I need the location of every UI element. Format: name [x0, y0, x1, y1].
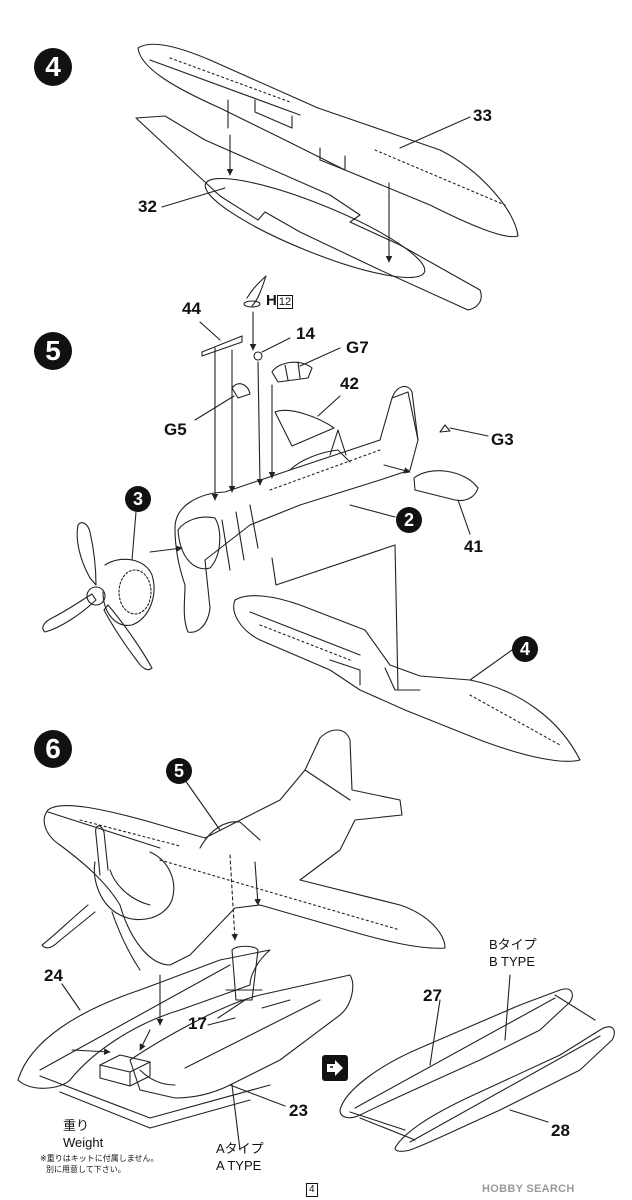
step6-airplane — [41, 729, 446, 971]
leader-17 — [217, 999, 246, 1019]
leader-41 — [457, 499, 471, 535]
step5-main-wing — [233, 595, 581, 762]
leader-g5 — [194, 395, 235, 421]
leader-2 — [349, 504, 396, 518]
part-24-label: 24 — [44, 966, 63, 985]
step4-lower-wing — [135, 99, 482, 311]
page-number: 4 — [306, 1183, 318, 1197]
part-42-label: 42 — [340, 374, 359, 393]
part-17-label: 17 — [188, 1014, 207, 1033]
a-type-en-label: A TYPE — [216, 1158, 262, 1173]
step6-weight-box — [99, 1054, 151, 1087]
part-33-label: 33 — [473, 106, 492, 125]
leader-g3 — [449, 427, 489, 437]
step6-floats-a — [17, 945, 354, 1099]
part-44-label: 44 — [182, 299, 201, 318]
leader-32 — [161, 187, 226, 208]
leader-14 — [261, 337, 291, 353]
leader-3 — [131, 511, 137, 561]
a-type-jp-label: Aタイプ — [216, 1141, 264, 1156]
weight-en-label: Weight — [63, 1135, 104, 1150]
leader-c4 — [469, 649, 513, 681]
leader-27 — [429, 999, 441, 1066]
leader-44 — [199, 321, 221, 341]
step4-upper-wing — [137, 43, 519, 238]
part-14-label: 14 — [296, 324, 315, 343]
step5-antenna-parts — [201, 275, 267, 361]
part-32-label: 32 — [138, 197, 157, 216]
part-g7-label: G7 — [346, 338, 369, 357]
step6-floats-b — [339, 988, 615, 1152]
watermark-suffix: SEARCH — [526, 1183, 575, 1195]
part-23-label: 23 — [289, 1101, 308, 1120]
b-type-en-label: B TYPE — [489, 954, 536, 969]
leader-23 — [229, 1084, 286, 1107]
b-type-jp-label: Bタイプ — [489, 937, 537, 952]
leader-24 — [61, 983, 81, 1011]
h-number-box: 12 — [276, 295, 294, 309]
leader-33 — [399, 116, 471, 149]
part-g5-label: G5 — [164, 420, 187, 439]
ref-step-5-badge: 5 — [166, 758, 192, 784]
leader-btype — [504, 974, 511, 1041]
step5-canopy — [231, 361, 313, 399]
ref-step-3-badge: 3 — [125, 486, 151, 512]
watermark-brand: HOBBY — [482, 1183, 524, 1195]
leader-atype — [231, 1084, 241, 1151]
part-28-label: 28 — [551, 1121, 570, 1140]
part-41-label: 41 — [464, 537, 483, 556]
step-5-badge: 5 — [34, 332, 72, 370]
turn-over-icon — [322, 1055, 348, 1081]
watermark: HOBBY SEARCH — [482, 1183, 575, 1196]
step-4-badge: 4 — [34, 48, 72, 86]
ref-step-4-badge: 4 — [512, 636, 538, 662]
ref-step-2-badge: 2 — [396, 507, 422, 533]
weight-jp-label: 重り — [63, 1118, 90, 1133]
leader-g7 — [299, 347, 341, 367]
step5-arrows — [149, 311, 276, 553]
weight-note-line2: 別に用意して下さい。 — [46, 1165, 126, 1174]
step6-arrows — [39, 974, 271, 1129]
part-g3-label: G3 — [491, 430, 514, 449]
step5-propeller — [42, 522, 155, 671]
part-27-label: 27 — [423, 986, 442, 1005]
leader-c5 — [184, 779, 221, 831]
weight-note-line1: ※重りはキットに付属しません。 — [40, 1154, 159, 1163]
leader-28 — [509, 1109, 549, 1123]
h-letter: H — [266, 292, 277, 309]
step-6-badge: 6 — [34, 730, 72, 768]
step5-stabilizers — [274, 409, 479, 502]
step5-fuselage — [174, 385, 419, 691]
leader-42 — [317, 395, 341, 417]
